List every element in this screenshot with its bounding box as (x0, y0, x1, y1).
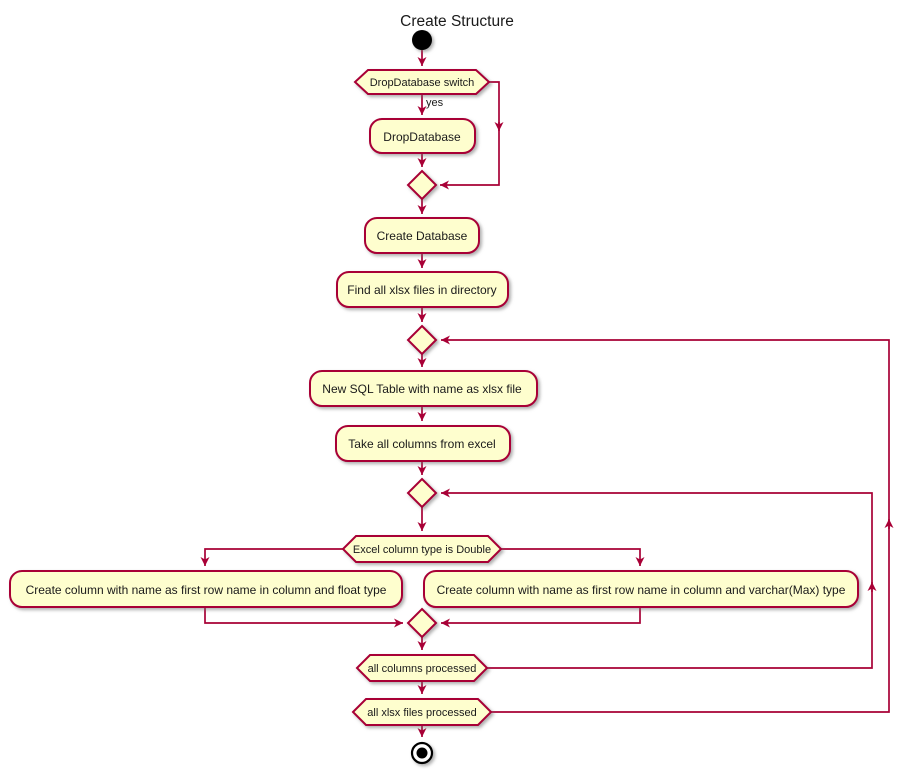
decision-all-columns-processed: all columns processed (355, 654, 489, 682)
action-create-varchar-column: Create column with name as first row nam… (423, 570, 859, 608)
action-create-varchar-column-label: Create column with name as first row nam… (437, 583, 846, 597)
decision-all-files-processed: all xlsx files processed (351, 698, 493, 726)
edge-bypass-no-branch (440, 81, 500, 190)
merge-diamond-1 (406, 169, 438, 201)
action-find-xlsx-files-label: Find all xlsx files in directory (347, 283, 496, 297)
action-create-database: Create Database (364, 217, 480, 254)
edge-columns-loop-back (441, 488, 873, 669)
decision-all-columns-processed-label: all columns processed (368, 663, 477, 675)
decision-all-files-processed-label: all xlsx files processed (367, 707, 476, 719)
action-create-database-label: Create Database (377, 229, 468, 243)
action-create-float-column-label: Create column with name as first row nam… (26, 583, 387, 597)
action-take-all-columns: Take all columns from excel (335, 425, 511, 462)
action-find-xlsx-files: Find all xlsx files in directory (336, 271, 509, 308)
merge-diamond-4 (406, 607, 438, 639)
action-create-float-column: Create column with name as first row nam… (9, 570, 403, 608)
diagram-edges: yes (200, 50, 894, 737)
action-new-sql-table: New SQL Table with name as xlsx file (309, 370, 538, 407)
edge-varchar-to-merge4 (441, 607, 641, 628)
edge-double-true-branch (200, 548, 343, 566)
merge-diamond-3 (406, 477, 438, 509)
edge-double-false-branch (501, 548, 645, 566)
merge-diamond-2 (406, 324, 438, 356)
action-dropdatabase-label: DropDatabase (383, 130, 461, 144)
action-take-all-columns-label: Take all columns from excel (348, 437, 495, 451)
end-node (410, 741, 434, 765)
diagram-title: Create Structure (400, 13, 514, 30)
action-dropdatabase: DropDatabase (369, 118, 476, 154)
decision-dropdatabase-switch-label: DropDatabase switch (370, 77, 475, 89)
decision-excel-column-double: Excel column type is Double (341, 535, 503, 563)
decision-excel-column-double-label: Excel column type is Double (353, 544, 491, 556)
action-new-sql-table-label: New SQL Table with name as xlsx file (322, 382, 522, 396)
edge-label-yes: yes (426, 97, 444, 109)
edge-float-to-merge4 (204, 607, 403, 628)
decision-dropdatabase-switch: DropDatabase switch (353, 69, 491, 95)
start-node (412, 30, 432, 50)
